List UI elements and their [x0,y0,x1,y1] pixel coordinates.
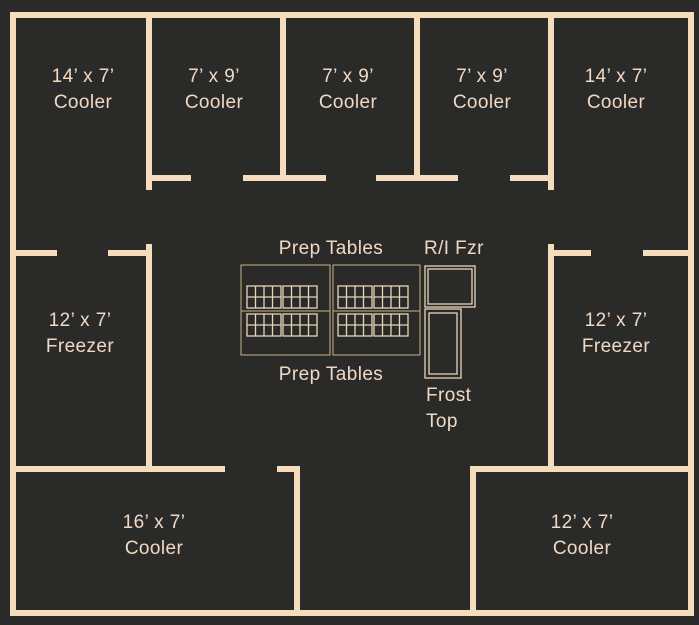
room-type-label: Cooler [453,92,512,113]
front-wall [146,175,191,181]
room-size-label: 7’ x 9’ [322,66,374,87]
front-wall [510,175,554,181]
outer-wall-left [10,12,16,616]
front-wall [243,175,326,181]
outer-wall-right [688,12,694,616]
room-type-label: Freezer [46,336,115,357]
prep-tables-equipment [240,264,421,356]
partition-wall [548,18,554,190]
room-size-label: 12’ x 7’ [49,310,112,331]
reach-in-freezer-label: R/I Fzr [424,238,484,259]
partition-wall [294,466,300,616]
room-size-label: 14’ x 7’ [52,66,115,87]
frost-top-label: Top [426,411,458,432]
room-size-label: 14’ x 7’ [585,66,648,87]
front-wall [548,250,591,256]
prep-table [240,264,331,356]
front-wall [10,466,225,472]
room-size-label: 16’ x 7’ [123,512,186,533]
front-wall [376,175,458,181]
reach-in-freezer-equipment [424,265,476,308]
front-wall [10,250,57,256]
room-size-label: 7’ x 9’ [188,66,240,87]
room-size-label: 7’ x 9’ [456,66,508,87]
room-type-label: Cooler [125,538,184,559]
partition-wall [414,18,420,178]
room-type-label: Cooler [553,538,612,559]
front-wall [643,250,694,256]
outer-wall-bottom [10,610,694,616]
frost-top-equipment [424,308,462,379]
prep-tables-label: Prep Tables [279,238,383,259]
walls [10,12,694,616]
room-type-label: Cooler [54,92,113,113]
front-wall [480,466,694,472]
room-type-label: Freezer [582,336,651,357]
prep-table [332,264,421,356]
prep-tables-label: Prep Tables [279,364,383,385]
partition-wall [548,244,554,472]
room-type-label: Cooler [587,92,646,113]
frost-top-label: Frost [426,385,472,406]
front-wall [277,466,300,472]
room-size-label: 12’ x 7’ [585,310,648,331]
room-size-label: 12’ x 7’ [551,512,614,533]
outer-wall-top [10,12,694,18]
partition-wall [146,244,152,472]
partition-wall [146,18,152,190]
room-type-label: Cooler [185,92,244,113]
front-wall [108,250,152,256]
partition-wall [470,466,476,616]
room-type-label: Cooler [319,92,378,113]
partition-wall [280,18,286,178]
front-wall [470,466,490,472]
